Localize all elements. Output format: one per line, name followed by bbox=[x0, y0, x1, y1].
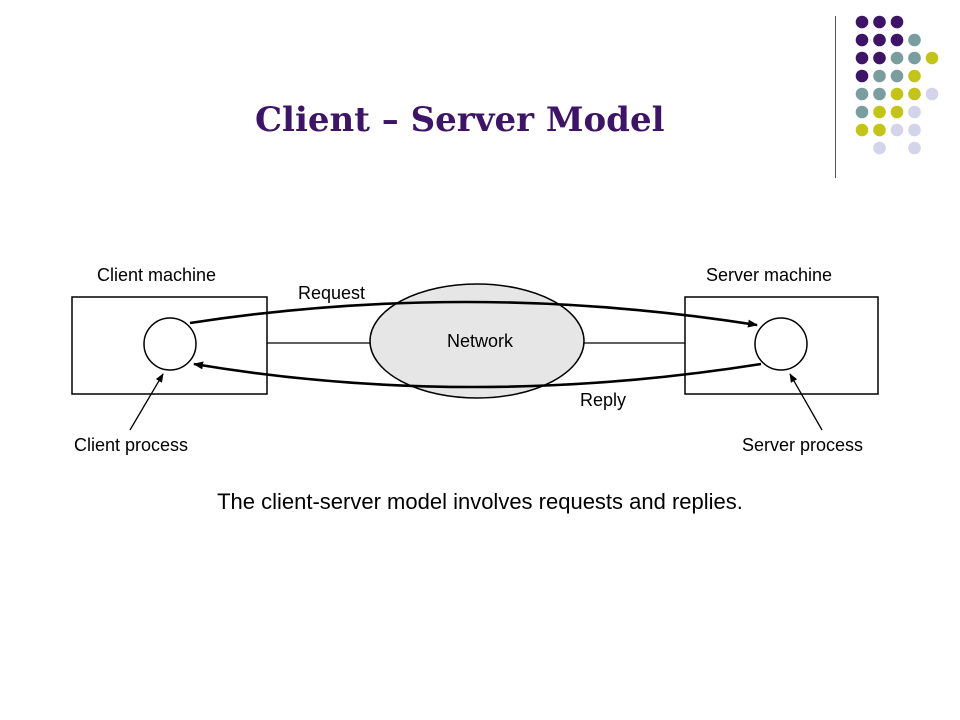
decorative-dot bbox=[873, 87, 886, 101]
decorative-dot bbox=[925, 87, 939, 101]
server-process-circle bbox=[754, 317, 808, 371]
decorative-dot bbox=[908, 141, 921, 155]
decorative-dot bbox=[855, 51, 869, 65]
decorative-dot bbox=[855, 87, 869, 101]
client-process-label: Client process bbox=[74, 435, 188, 455]
decorative-dot bbox=[855, 15, 869, 29]
decorative-dot bbox=[890, 105, 904, 119]
reply-arrow bbox=[193, 361, 762, 389]
decorative-dot bbox=[908, 51, 921, 65]
decorative-dot bbox=[873, 105, 886, 119]
decorative-dot bbox=[908, 123, 921, 137]
decorative-dot bbox=[890, 123, 904, 137]
decorative-dot bbox=[908, 33, 921, 47]
decorative-dot bbox=[908, 87, 921, 101]
client-process-pointer bbox=[129, 373, 164, 431]
request-label: Request bbox=[298, 283, 365, 303]
decorative-dot bbox=[873, 51, 886, 65]
network-ellipse bbox=[369, 283, 585, 399]
server-process-pointer bbox=[789, 373, 823, 431]
client-server-diagram: Client machine Server machine Request Re… bbox=[71, 265, 879, 455]
client-machine-box bbox=[71, 296, 268, 395]
decorative-dot bbox=[855, 105, 869, 119]
reply-label: Reply bbox=[580, 390, 626, 410]
divider-line bbox=[835, 16, 836, 178]
decorative-dot bbox=[873, 33, 886, 47]
decorative-dot bbox=[873, 69, 886, 83]
slide-title: Client – Server Model bbox=[255, 100, 665, 140]
decorative-dot bbox=[873, 141, 886, 155]
decorative-dot bbox=[890, 51, 904, 65]
decorative-dot bbox=[890, 33, 904, 47]
decorative-dot bbox=[873, 123, 886, 137]
client-process-circle bbox=[143, 317, 197, 371]
server-machine-box bbox=[684, 296, 879, 395]
decorative-dot bbox=[908, 69, 921, 83]
decorative-dot bbox=[855, 123, 869, 137]
client-machine-label: Client machine bbox=[97, 265, 216, 285]
request-arrow bbox=[189, 300, 758, 328]
decorative-dot bbox=[890, 15, 904, 29]
decorative-dot bbox=[890, 87, 904, 101]
decorative-dot bbox=[908, 105, 921, 119]
decorative-dot bbox=[925, 51, 939, 65]
slide-caption: The client-server model involves request… bbox=[217, 489, 743, 514]
server-machine-label: Server machine bbox=[706, 265, 832, 285]
network-label: Network bbox=[447, 331, 514, 351]
decorative-dot bbox=[855, 33, 869, 47]
server-process-label: Server process bbox=[742, 435, 863, 455]
decorative-dot-grid bbox=[855, 15, 939, 155]
decorative-dot bbox=[855, 69, 869, 83]
decorative-dot bbox=[890, 69, 904, 83]
decorative-dot bbox=[873, 15, 886, 29]
